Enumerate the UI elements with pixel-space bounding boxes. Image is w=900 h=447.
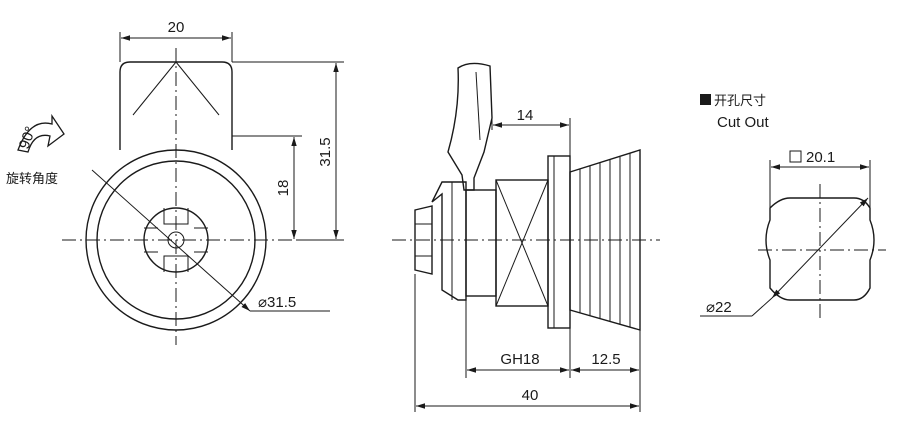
rotation-angle-label: 90° (16, 124, 40, 151)
cutout-title: 开孔尺寸 (714, 94, 766, 109)
handle-edge-left (132, 61, 177, 116)
cutout-view: 开孔尺寸 Cut Out 20.1 ⌀22 (700, 94, 886, 322)
cutout-title-square-icon (700, 94, 711, 105)
key-slot-sides (144, 227, 208, 253)
body-rear (465, 189, 497, 297)
square-symbol-icon (789, 150, 802, 163)
cam-plate (431, 181, 467, 301)
rotation-caption: 旋转角度 (6, 171, 58, 187)
nut-outline (414, 205, 433, 275)
dim-dia-22-label: ⌀22 (706, 299, 732, 316)
handle-edge-right (175, 61, 220, 116)
front-view: 20 31.5 18 ⌀31.5 90° 旋转角度 (6, 19, 344, 345)
dim-18-label: 18 (275, 180, 292, 197)
dim-20-1-label: 20.1 (806, 149, 835, 166)
dim-14-label: 14 (517, 107, 534, 124)
dim-31-5-label: 31.5 (317, 137, 334, 166)
dim-12-5-label: 12.5 (591, 351, 620, 368)
dim-40-label: 40 (522, 387, 539, 404)
dim-dia-31-5-label: ⌀31.5 (258, 294, 296, 311)
dim-gh18-label: GH18 (500, 351, 539, 368)
dim-dia-22-extension (751, 297, 773, 317)
dim-20-label: 20 (168, 19, 185, 36)
key-slot-bottom (163, 255, 189, 272)
handle-profile-inner (475, 71, 481, 141)
rotation-arrow-icon (17, 113, 65, 153)
handle-profile (447, 62, 493, 191)
dim-dia-31-5-leader (91, 169, 251, 312)
side-view: 14 GH18 12.5 40 (392, 62, 660, 412)
dim-dia-22-leader (771, 197, 869, 299)
thread-cross-2 (495, 179, 549, 307)
cutout-subtitle: Cut Out (717, 114, 770, 131)
flange (547, 155, 571, 329)
head-ribs (579, 153, 631, 327)
